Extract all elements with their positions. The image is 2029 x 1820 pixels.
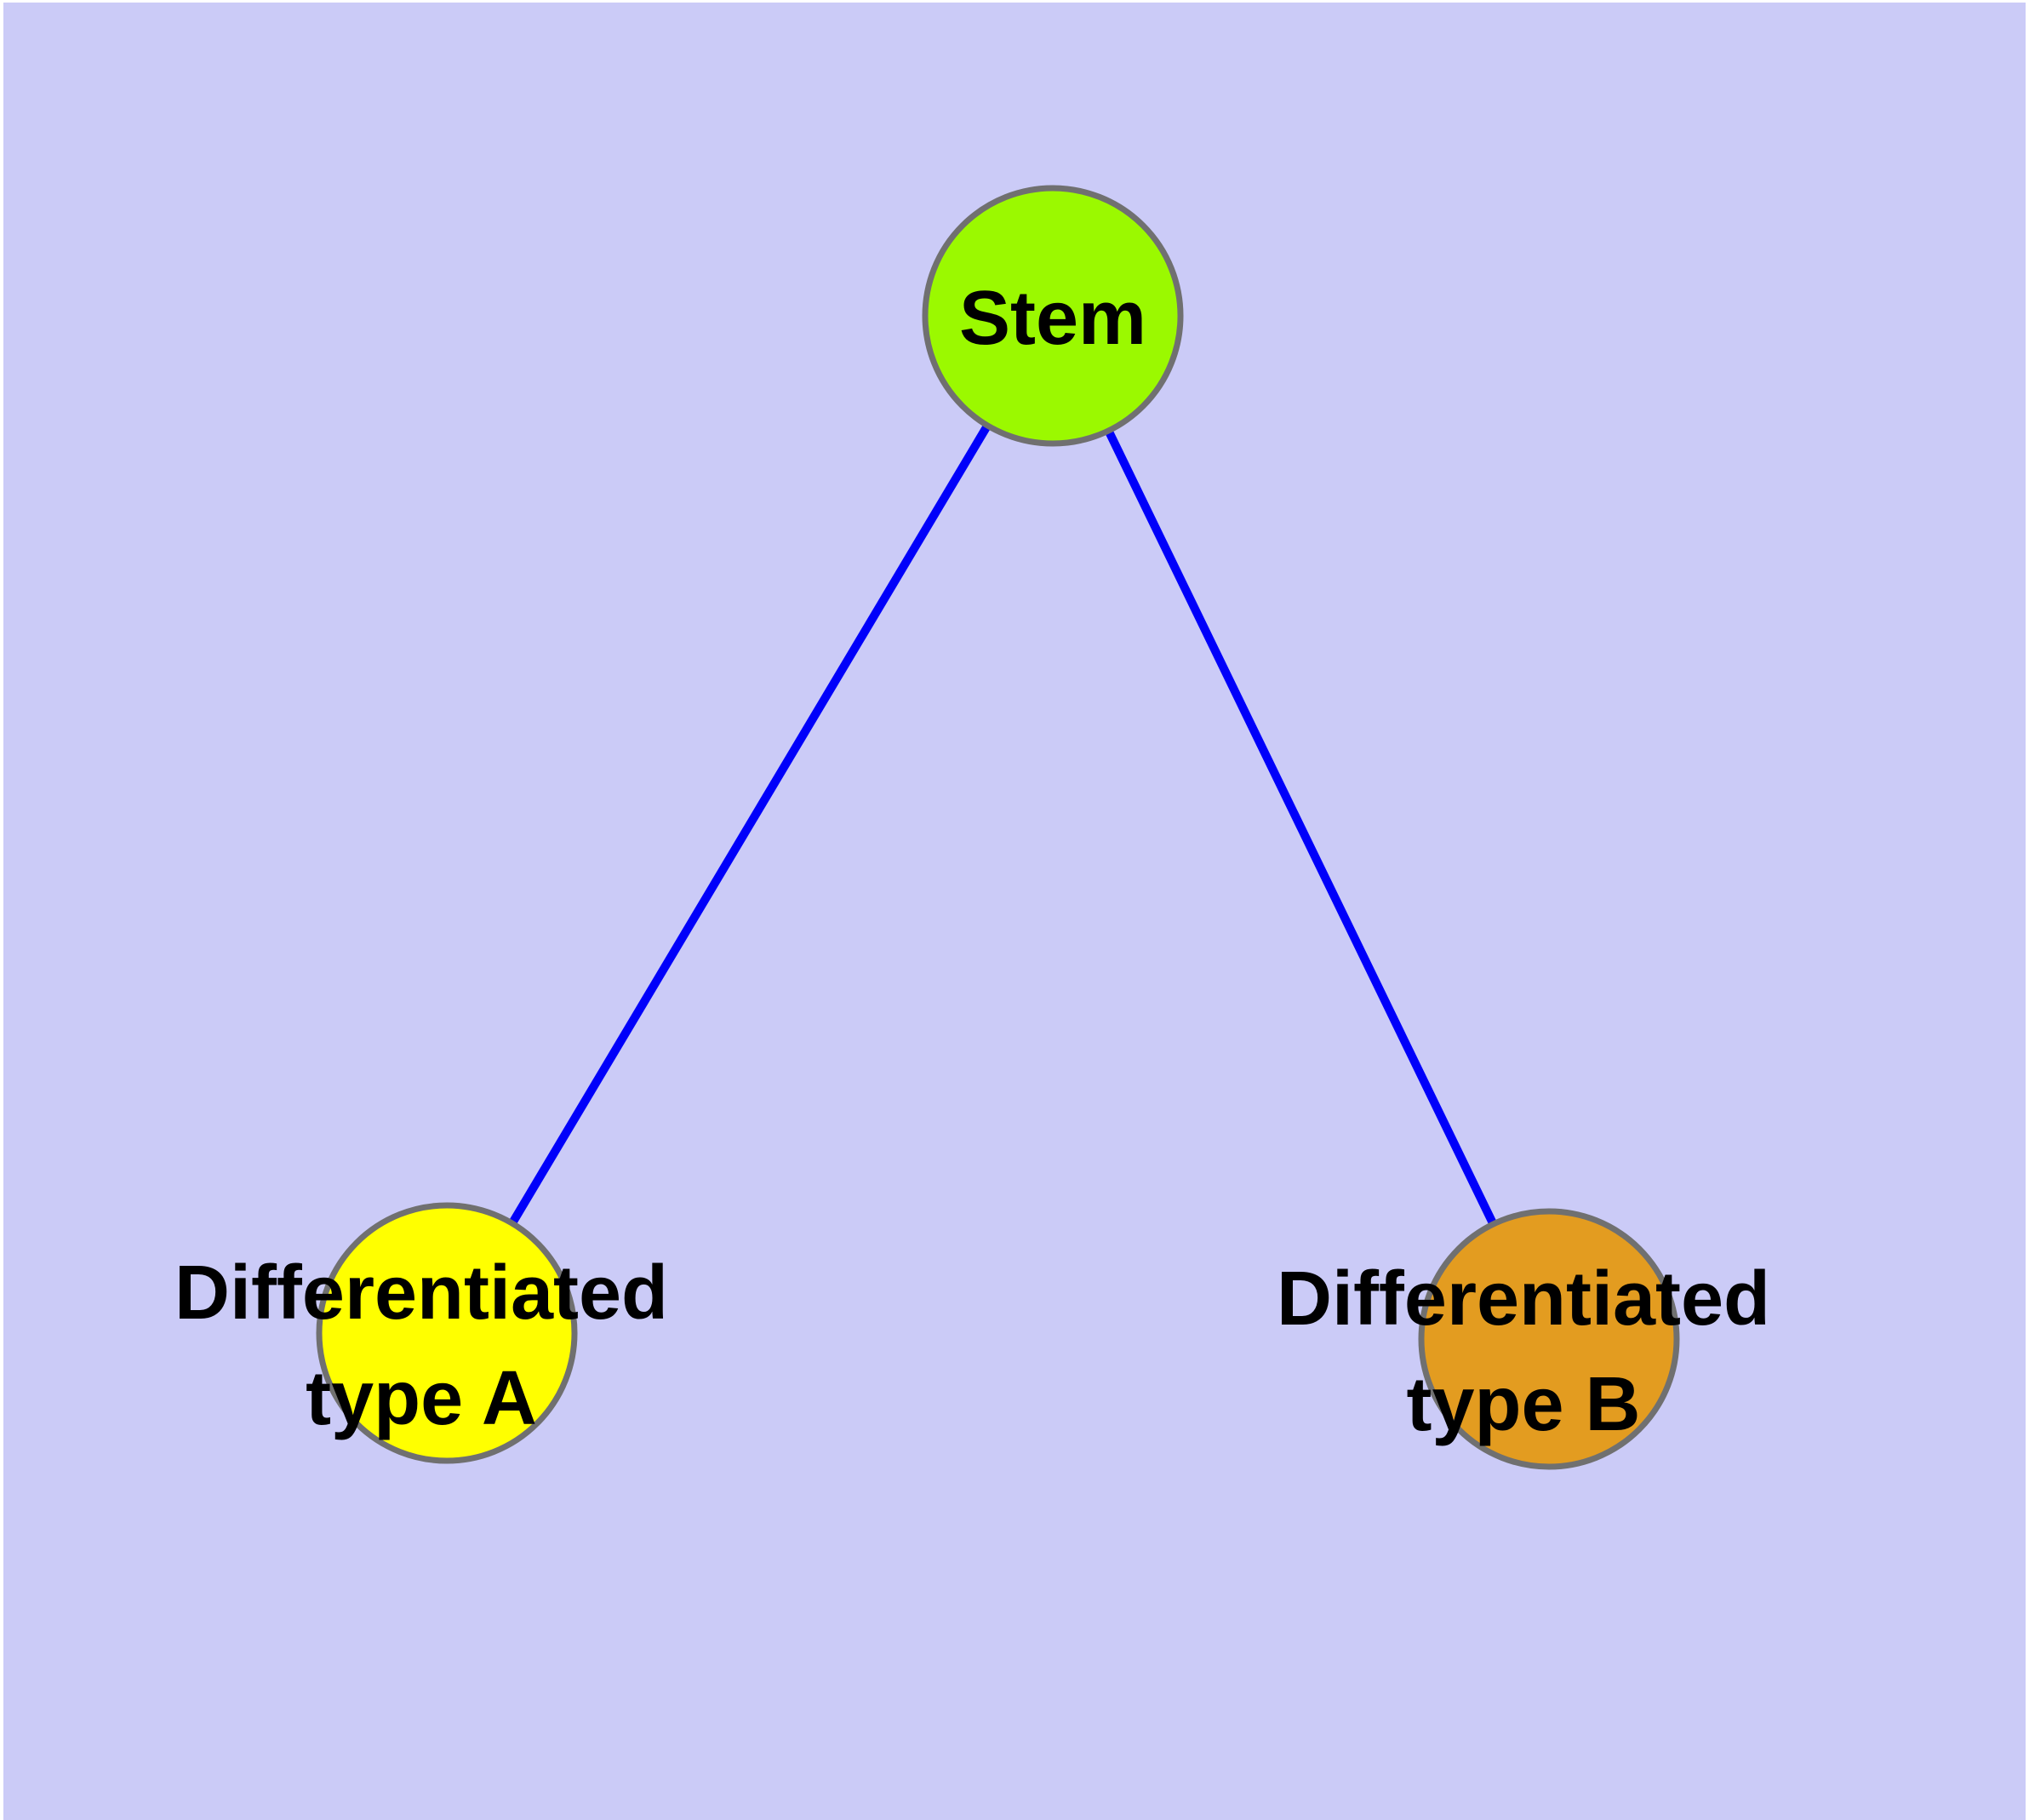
node-stem	[922, 185, 1184, 447]
node-typeB-label-line2: type B	[1406, 1362, 1640, 1447]
node-differentiated-type-b	[1418, 1208, 1680, 1470]
edge-stem-to-typeB	[1049, 313, 1553, 1342]
edge-stem-to-typeA	[443, 313, 1057, 1336]
node-typeA-label-line2: type A	[306, 1356, 537, 1441]
node-differentiated-type-a	[316, 1202, 578, 1464]
node-typeB-label-line1: Differentiated	[1277, 1256, 1770, 1342]
node-stem-label: Stem	[959, 276, 1146, 361]
node-typeA-label-line1: Differentiated	[174, 1251, 668, 1336]
